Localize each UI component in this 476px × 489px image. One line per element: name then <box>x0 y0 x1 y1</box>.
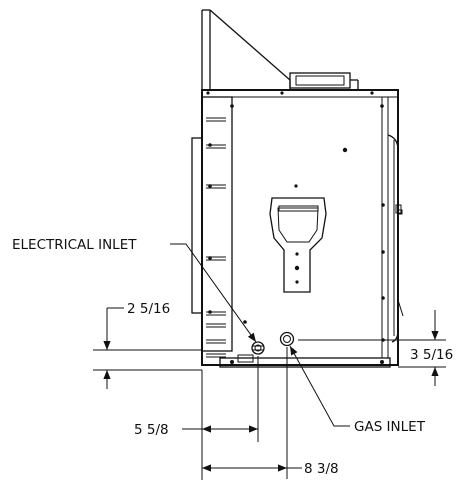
electrical-inlet-label: ELECTRICAL INLET <box>12 237 137 253</box>
top-hood <box>201 9 359 91</box>
dimension-5-5-8-label: 5 5/8 <box>134 422 169 438</box>
electrical-inlet-fitting <box>251 341 265 355</box>
left-door-panel <box>191 96 254 363</box>
dimension-8-3-8-label: 8 3/8 <box>304 461 339 477</box>
gas-inlet-label: GAS INLET <box>354 419 426 435</box>
dimension-2-5-16-label: 2 5/16 <box>127 301 170 317</box>
gas-inlet-fitting <box>279 331 295 347</box>
dimension-lines <box>93 307 446 480</box>
right-handle <box>387 134 404 343</box>
dimension-3-5-16-label: 3 5/16 <box>410 347 453 363</box>
leader-lines <box>170 243 350 427</box>
center-mounting-bracket <box>269 197 327 293</box>
